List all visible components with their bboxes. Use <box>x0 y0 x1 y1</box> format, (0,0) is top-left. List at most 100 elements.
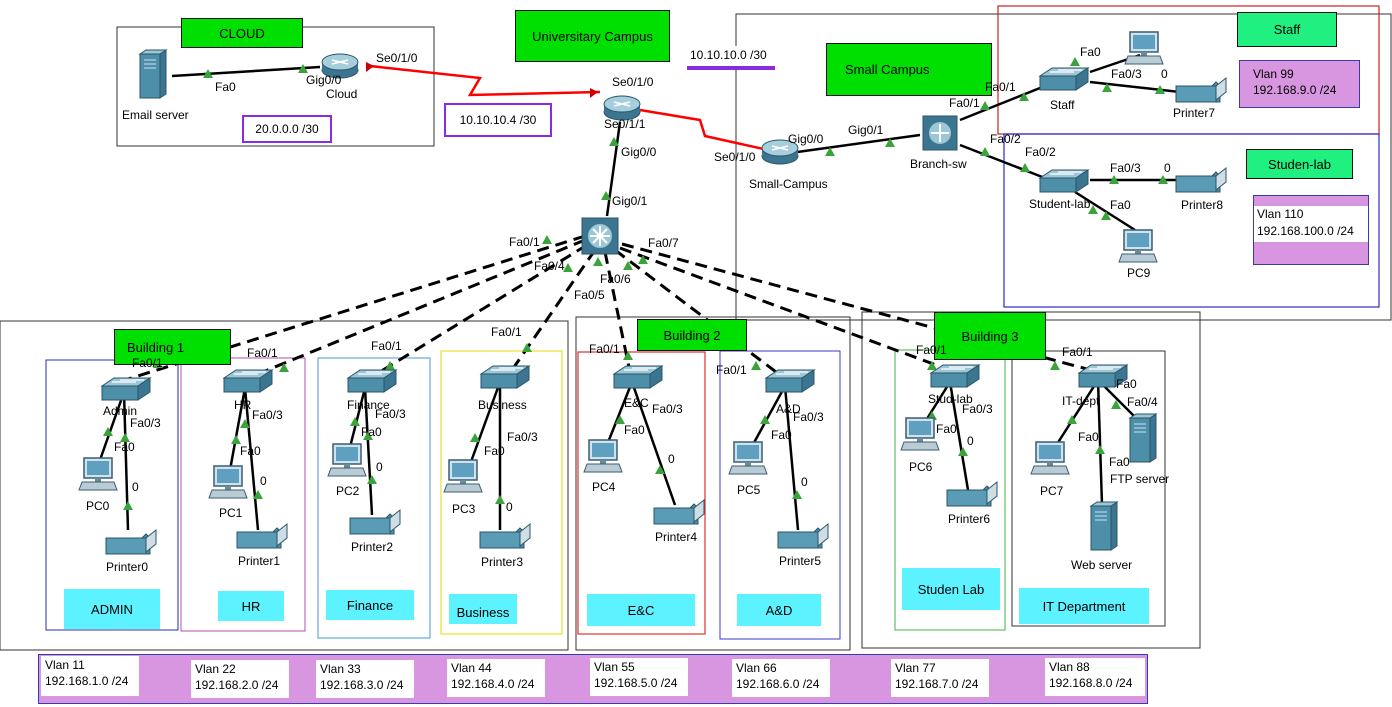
port-cloud-gig00: Gig0/0 <box>306 73 342 87</box>
pc1-name: PC1 <box>219 506 243 520</box>
network-20-label: 20.0.0.0 /30 <box>242 115 332 143</box>
stud-switch-name: Stud-lab <box>928 392 973 406</box>
pc0-name: PC0 <box>86 499 110 513</box>
pc2-icon <box>327 443 367 477</box>
port-branch-fa02: Fa0/2 <box>990 132 1021 146</box>
vlan110-name: Vlan 110 <box>1257 207 1304 221</box>
vlan66-name: Vlan 66 <box>736 661 777 675</box>
port-uni-se010: Se0/1/0 <box>612 75 654 89</box>
pc3-icon <box>443 459 483 493</box>
building2-label: Building 2 <box>637 319 747 351</box>
web-server-icon <box>1090 501 1118 551</box>
port-staff-fa01: Fa0/1 <box>985 80 1016 94</box>
port-web-fa0: Fa0 <box>1109 455 1130 469</box>
printer6-name: Printer6 <box>948 512 991 526</box>
vlan44-name: Vlan 44 <box>451 661 492 675</box>
email-server-name: Email server <box>122 108 189 122</box>
port-admin-fa0: Fa0 <box>114 440 135 454</box>
vlan33-name: Vlan 33 <box>320 662 361 676</box>
small-campus-router-name: Small-Campus <box>749 177 828 191</box>
it-frame <box>1011 350 1166 627</box>
vlan110-net: 192.168.100.0 /24 <box>1257 224 1354 238</box>
ad-label: A&D <box>737 594 821 626</box>
vlan110-text: Vlan 110 192.168.100.0 /24 <box>1254 206 1368 242</box>
university-campus-label: Universitary Campus <box>515 10 670 62</box>
pc2-name: PC2 <box>336 484 360 498</box>
port-pc9-fa0: Fa0 <box>1110 198 1131 212</box>
printer4-name: Printer4 <box>655 530 698 544</box>
vlan88-net: 192.168.8.0 /24 <box>1049 676 1133 690</box>
pc4-name: PC4 <box>592 480 616 494</box>
ec-switch-icon <box>613 365 663 389</box>
port-printer8-0: 0 <box>1164 161 1171 175</box>
staff-label: Staff <box>1237 12 1337 47</box>
port-admin-fa01: Fa0/1 <box>132 356 163 370</box>
hr-label: HR <box>218 591 284 621</box>
ad-switch-name: A&D <box>776 402 801 416</box>
port-stud-fa03: Fa0/3 <box>962 402 993 416</box>
vlan110-box: Vlan 110 192.168.100.0 /24 <box>1253 195 1369 265</box>
student-lab-switch-name: Student-lab <box>1029 197 1091 211</box>
printer3-icon <box>479 523 531 549</box>
port-hr-fa01: Fa0/1 <box>247 346 278 360</box>
branch-sw-name: Branch-sw <box>910 157 967 171</box>
port-ad-fa01: Fa0/1 <box>716 363 747 377</box>
printer4-icon <box>653 499 705 525</box>
staff-switch-icon <box>1039 67 1089 91</box>
network-10-0-label: 10.10.10.0 /30 <box>687 46 775 70</box>
business-frame <box>440 350 563 635</box>
port-small-se010: Se0/1/0 <box>714 150 756 164</box>
printer5-name: Printer5 <box>779 554 822 568</box>
vlan77-name: Vlan 77 <box>895 661 936 675</box>
small-campus-frame <box>735 13 1392 321</box>
pc9-name: PC9 <box>1127 266 1151 280</box>
hr-frame <box>180 357 306 632</box>
pc5-icon <box>728 441 768 475</box>
port-stud-fa0: Fa0 <box>936 422 957 436</box>
ec-switch-name: E&C <box>624 396 649 410</box>
pc7-name: PC7 <box>1040 484 1064 498</box>
port-mlsw-fa06: Fa0/6 <box>600 272 631 286</box>
vlan99-text: Vlan 99 192.168.9.0 /24 <box>1250 64 1350 104</box>
pc9-icon <box>1118 229 1158 263</box>
port-ec-fa0: Fa0 <box>624 423 645 437</box>
printer8-icon <box>1175 167 1227 193</box>
port-printer2-0: 0 <box>376 460 383 474</box>
finance-switch-icon <box>347 369 397 393</box>
business-switch-icon <box>480 365 530 389</box>
port-cloud-se010: Se0/1/0 <box>376 51 418 65</box>
building3-label: Building 3 <box>934 312 1046 360</box>
printer5-icon <box>777 523 829 549</box>
vlan66-cell: Vlan 66 192.168.6.0 /24 <box>732 659 830 697</box>
port-mlsw-fa01: Fa0/1 <box>509 235 540 249</box>
port-uni-gig00: Gig0/0 <box>621 145 657 159</box>
port-mlsw-fa05: Fa0/5 <box>574 288 605 302</box>
port-finance-fa0: Fa0 <box>361 425 382 439</box>
cloud-router-name: Cloud <box>326 87 358 101</box>
port-printer1-0: 0 <box>260 474 267 488</box>
email-server-icon <box>139 49 167 99</box>
ec-label: E&C <box>587 594 695 626</box>
port-uni-se011: Se0/1/1 <box>604 117 646 131</box>
printer0-icon <box>105 529 157 555</box>
port-it-fa0: Fa0 <box>1078 430 1099 444</box>
pc6-name: PC6 <box>909 460 933 474</box>
port-printer3-0: 0 <box>506 500 513 514</box>
printer3-name: Printer3 <box>481 555 524 569</box>
cloud-group-label: CLOUD <box>181 18 303 48</box>
building2-frame <box>575 316 851 651</box>
student-lab-switch-icon <box>1039 169 1089 193</box>
mlp-switch-icon <box>581 217 619 255</box>
business-switch-name: Business <box>478 398 527 412</box>
port-branch-fa01: Fa0/1 <box>949 96 980 110</box>
admin-label: ADMIN <box>64 589 160 629</box>
vlan44-cell: Vlan 44 192.168.4.0 /24 <box>447 659 545 697</box>
printer0-name: Printer0 <box>106 560 149 574</box>
vlan11-name: Vlan 11 <box>45 658 85 672</box>
vlan55-cell: Vlan 55 192.168.5.0 /24 <box>590 658 688 696</box>
port-ec-fa03: Fa0/3 <box>652 402 683 416</box>
pc7-icon <box>1030 441 1070 475</box>
port-mlsw-fa07: Fa0/7 <box>648 236 679 250</box>
network-10-4-label: 10.10.10.4 /30 <box>444 103 552 137</box>
